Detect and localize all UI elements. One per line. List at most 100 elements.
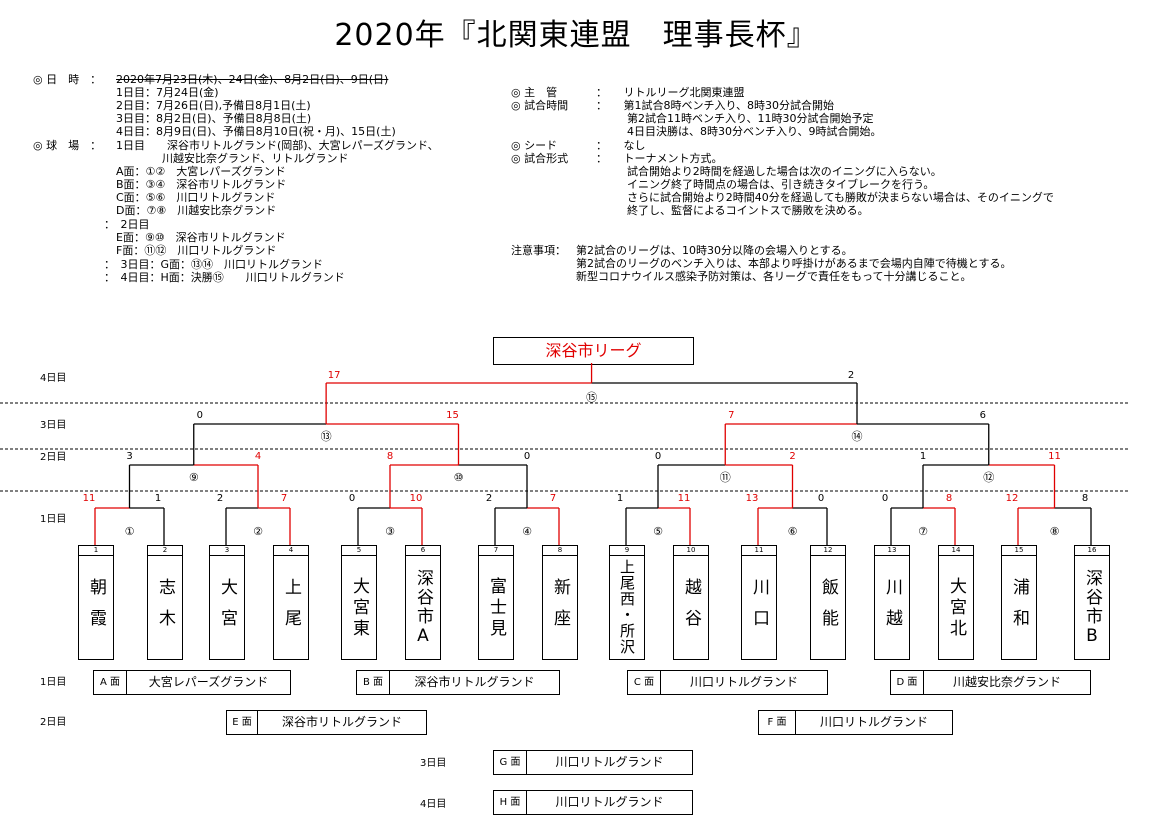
team-number: 14 xyxy=(939,546,973,556)
team-name: 大宮北 xyxy=(946,577,966,640)
score-label: 4 xyxy=(255,451,261,462)
venue-code: H 面 xyxy=(494,791,527,814)
team-number: 15 xyxy=(1002,546,1036,556)
team-name: 深谷市A xyxy=(413,569,433,648)
venue-code: B 面 xyxy=(357,671,390,694)
venue-field-line: C面：⑤⑥ 川口リトルグランド xyxy=(116,191,276,204)
format-label: ◎ 試合形式 xyxy=(511,152,569,165)
team-number: 9 xyxy=(610,546,644,556)
team-number: 2 xyxy=(148,546,182,556)
format-line: イニング終了時間点の場合は、引き続きタイブレークを行う。 xyxy=(627,178,935,191)
venue-name: 深谷市リトルグランド xyxy=(414,675,535,689)
score-label: 2 xyxy=(789,451,795,462)
team-number: 6 xyxy=(406,546,440,556)
team-name: 飯能 xyxy=(818,577,838,640)
score-label: 10 xyxy=(410,493,423,504)
team-box: 13 川越 xyxy=(874,545,910,660)
venue-day-label: 2日目 xyxy=(40,717,67,728)
score-label: 1 xyxy=(920,451,926,462)
day-label-1: 1日目 xyxy=(40,514,67,525)
score-label: 0 xyxy=(349,493,355,504)
venue-box: G 面川口リトルグランド xyxy=(493,750,693,775)
score-label: 8 xyxy=(946,493,952,504)
game-number: ⑧ xyxy=(1050,525,1060,538)
venue-box: B 面 深谷市リトルグランド xyxy=(356,670,560,695)
score-label: 1 xyxy=(617,493,623,504)
venue-field-line: A面：①② 大宮レパーズグランド xyxy=(116,165,286,178)
score-label: 2 xyxy=(486,493,492,504)
venue-field-line: B面：③④ 深谷市リトルグランド xyxy=(116,178,287,191)
venue-day-label: 3日目 xyxy=(420,758,447,769)
game-number: ⑪ xyxy=(720,471,731,484)
venue-box: D 面川越安比奈グランド xyxy=(890,670,1091,695)
champion-box: 深谷市リーグ xyxy=(493,337,694,365)
venue-day-label: 4日目 xyxy=(420,799,447,810)
venue-name: 川口リトルグランド xyxy=(555,755,664,769)
venue-field-line: F面：⑪⑫ 川口リトルグランド xyxy=(116,244,277,257)
team-name: 深谷市B xyxy=(1082,569,1102,648)
team-box: 15 浦和 xyxy=(1001,545,1037,660)
score-label: 0 xyxy=(655,451,661,462)
venue-box: H 面 川口リトルグランド xyxy=(493,790,693,815)
venue-day2-head: ： 2日目 xyxy=(104,218,150,231)
game-number: ① xyxy=(125,525,135,538)
venue-code: E 面 xyxy=(227,711,258,734)
time-line: ： 第1試合8時ベンチ入り、8時30分試合開始 xyxy=(596,99,835,112)
team-number: 5 xyxy=(342,546,376,556)
day-label-3: 3日目 xyxy=(40,420,67,431)
venue-box: A 面大宮レパーズグランド xyxy=(93,670,291,695)
venue-field-line: D面：⑦⑧ 川越安比奈グランド xyxy=(116,204,277,217)
game-number: ⑥ xyxy=(788,525,798,538)
venue-name: 川口リトルグランド xyxy=(555,795,664,809)
game-number: ③ xyxy=(385,525,395,538)
team-name: 越谷 xyxy=(681,577,701,640)
score-label: 8 xyxy=(1082,493,1088,504)
page-title: 2020年『北関東連盟 理事長杯』 xyxy=(334,18,818,53)
venue-box: C 面川口リトルグランド xyxy=(627,670,828,695)
seed-value: ： なし xyxy=(596,139,646,152)
team-name: 川口 xyxy=(749,577,769,640)
game-number: ⑭ xyxy=(852,430,863,443)
venue-box: F 面川口リトルグランド xyxy=(758,710,953,735)
score-label: 7 xyxy=(728,410,734,421)
team-number: 10 xyxy=(674,546,708,556)
score-label: 0 xyxy=(818,493,824,504)
team-box: 6 深谷市A xyxy=(405,545,441,660)
score-label: 13 xyxy=(746,493,759,504)
venue-day4: ： 4日目：H面：決勝⑮ 川口リトルグランド xyxy=(104,271,345,284)
team-name: 川越 xyxy=(882,577,902,640)
seed-label: ◎ シード xyxy=(511,139,558,152)
team-box: 14 大宮北 xyxy=(938,545,974,660)
venue-box: E 面 深谷市リトルグランド xyxy=(226,710,427,735)
team-name: 富士見 xyxy=(486,577,506,640)
game-number: ⑮ xyxy=(586,391,597,404)
venue-name: 川越安比奈グランド xyxy=(952,675,1061,689)
game-number: ⑫ xyxy=(983,471,994,484)
score-label: 12 xyxy=(1006,493,1019,504)
time-label: ◎ 試合時間 xyxy=(511,99,569,112)
time-line: 4日目決勝は、8時30分ベンチ入り、9時試合開始。 xyxy=(627,125,882,138)
game-number: ⑨ xyxy=(189,471,199,484)
team-box: 10 越谷 xyxy=(673,545,709,660)
team-name: 浦和 xyxy=(1009,577,1029,640)
team-number: 8 xyxy=(543,546,577,556)
score-label: 17 xyxy=(328,370,341,381)
notes-line: 第2試合のリーグのベンチ入りは、本部より呼掛けがあるまで会場内自陣で待機とする。 xyxy=(576,257,1012,270)
format-line: さらに試合開始より2時間40分を経過しても勝敗が決まらない場合は、そのイニングで xyxy=(627,191,1054,204)
date-line: 1日目：7月24日(金) xyxy=(116,86,219,99)
date-original-struck: 2020年7月23日(木)、24日(金)、8月2日(日)、9日(日) xyxy=(116,73,389,86)
score-label: 11 xyxy=(1048,451,1061,462)
score-label: 11 xyxy=(83,493,96,504)
date-line: 2日目：7月26日(日),予備日8月1日(土) xyxy=(116,99,311,112)
venue-code: F 面 xyxy=(759,711,796,734)
venue-name: 深谷市リトルグランド xyxy=(281,715,402,729)
team-number: 13 xyxy=(875,546,909,556)
game-number: ⑬ xyxy=(321,430,332,443)
date-line: 4日目：8月9日(日)、予備日8月10日(祝・月)、15日(土) xyxy=(116,125,396,138)
